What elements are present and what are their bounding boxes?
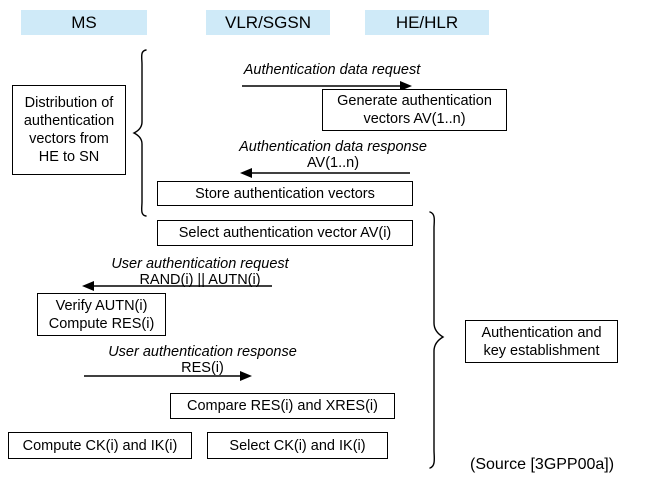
message-label-auth-data-response: Authentication data response <box>228 139 438 156</box>
message-label-auth-data-request: Authentication data request <box>232 62 432 79</box>
arrow-user-auth-request <box>82 281 272 291</box>
action-box-verify-autn: Verify AUTN(i) Compute RES(i) <box>37 293 166 336</box>
lane-header-vlr-sgsn-label: VLR/SGSN <box>225 13 311 32</box>
action-box-store-av: Store authentication vectors <box>157 181 413 206</box>
message-user-auth-response-payload: RES(i) <box>181 360 224 376</box>
message-payload-user-auth-response: RES(i) <box>95 360 310 377</box>
message-auth-data-request-title: Authentication data request <box>243 62 421 78</box>
lane-header-he-hlr-label: HE/HLR <box>395 13 459 32</box>
arrow-auth-data-response <box>240 168 410 178</box>
action-box-generate-av: Generate authentication vectors AV(1..n) <box>322 89 507 131</box>
source-note-label: (Source [3GPP00a]) <box>470 456 615 473</box>
arrow-user-auth-response <box>84 371 252 381</box>
action-box-select-av: Select authentication vector AV(i) <box>157 220 413 246</box>
lane-header-ms: MS <box>21 10 147 35</box>
generate-av-line-2: vectors AV(1..n) <box>363 111 466 127</box>
verify-autn-line-2: Compute RES(i) <box>48 315 155 332</box>
lane-header-he-hlr: HE/HLR <box>365 10 489 35</box>
verify-autn-line-1: Verify AUTN(i) <box>55 297 148 314</box>
phase-distribution-line-2: authentication <box>23 113 115 129</box>
select-ck-ik-line-1: Select CK(i) and IK(i) <box>229 437 366 454</box>
source-note: (Source [3GPP00a]) <box>470 455 614 475</box>
message-user-auth-request-title: User authentication request <box>111 256 289 272</box>
message-user-auth-response-title: User authentication response <box>108 344 297 360</box>
compute-ck-ik-line-1: Compute CK(i) and IK(i) <box>22 437 178 454</box>
message-auth-data-response-title: Authentication data response <box>239 139 427 155</box>
action-box-compute-ck-ik: Compute CK(i) and IK(i) <box>8 432 192 459</box>
message-payload-user-auth-request: RAND(i) || AUTN(i) <box>100 272 300 289</box>
message-user-auth-request-payload: RAND(i) || AUTN(i) <box>139 272 261 288</box>
message-label-user-auth-request: User authentication request <box>100 256 300 273</box>
phase-distribution-line-4: HE to SN <box>38 149 100 165</box>
compare-res-line-1: Compare RES(i) and XRES(i) <box>187 398 378 414</box>
message-label-user-auth-response: User authentication response <box>95 344 310 361</box>
action-box-select-ck-ik: Select CK(i) and IK(i) <box>207 432 388 459</box>
select-av-line-1: Select authentication vector AV(i) <box>178 225 392 241</box>
lane-header-vlr-sgsn: VLR/SGSN <box>206 10 330 35</box>
lane-header-ms-label: MS <box>71 13 97 32</box>
store-av-line-1: Store authentication vectors <box>195 185 375 202</box>
brace-auth-key-establishment-icon <box>429 211 445 469</box>
phase-distribution-line-1: Distribution of <box>24 95 114 111</box>
brace-distribution-icon <box>132 49 147 217</box>
phase-box-distribution: Distribution of authentication vectors f… <box>12 85 126 175</box>
message-payload-auth-data-response: AV(1..n) <box>228 155 438 172</box>
message-auth-data-response-payload: AV(1..n) <box>306 155 360 171</box>
phase-auth-key-line-2: key establishment <box>483 342 600 359</box>
phase-distribution-line-3: vectors from <box>29 131 109 147</box>
generate-av-line-1: Generate authentication <box>337 93 492 109</box>
phase-box-auth-key-establishment: Authentication and key establishment <box>465 320 618 363</box>
arrow-auth-data-request <box>242 81 412 91</box>
phase-auth-key-line-1: Authentication and <box>481 324 602 341</box>
action-box-compare-res: Compare RES(i) and XRES(i) <box>170 393 395 419</box>
